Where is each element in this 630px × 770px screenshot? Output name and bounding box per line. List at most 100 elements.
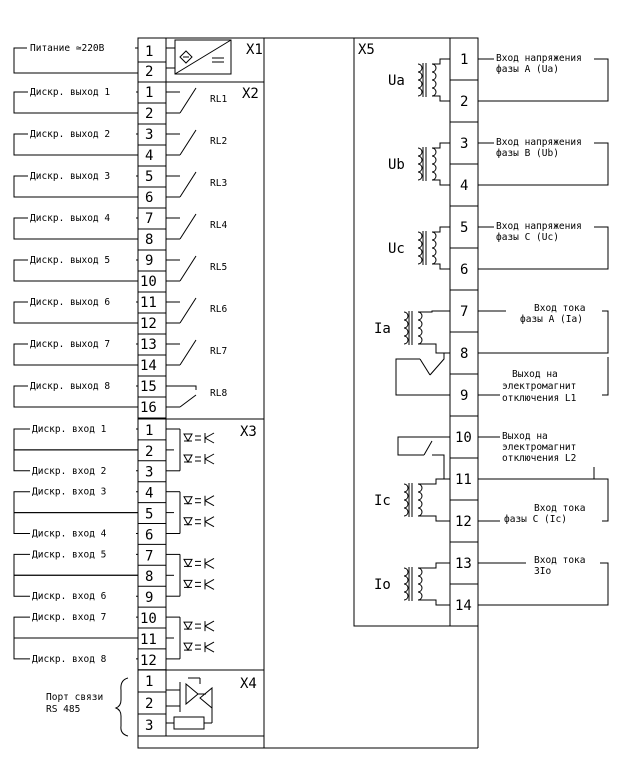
terminal-x2-15[interactable]: 15 bbox=[138, 379, 166, 398]
terminal-x3-2[interactable]: 2 bbox=[138, 444, 166, 462]
relay-contact-rl6: RL6 bbox=[166, 297, 227, 324]
terminal-x5-1[interactable]: 1 bbox=[450, 52, 478, 81]
svg-text:4: 4 bbox=[460, 178, 468, 194]
svg-text:13: 13 bbox=[455, 556, 472, 572]
terminal-x5-10[interactable]: 10 bbox=[450, 430, 478, 459]
wire-label-power: Питание ≃220В bbox=[30, 43, 105, 54]
terminal-x2-4[interactable]: 4 bbox=[138, 148, 166, 167]
block-title-x2: X2 bbox=[242, 86, 259, 102]
relay-contact-rl2: RL2 bbox=[166, 129, 227, 156]
wire-discrete-input-1: Дискр. вход 1 bbox=[13, 422, 138, 451]
terminal-x3-10[interactable]: 10 bbox=[138, 611, 166, 629]
wire-label: Дискр. выход 8 bbox=[30, 381, 110, 392]
relay-contact-rl7: RL7 bbox=[166, 339, 227, 366]
transformer-ua-icon: Ua bbox=[388, 58, 450, 102]
terminal-x2-9[interactable]: 9 bbox=[138, 253, 166, 272]
wire-discrete-output-2: Дискр. выход 2 bbox=[13, 127, 138, 156]
terminal-x3-11[interactable]: 11 bbox=[138, 632, 166, 650]
terminal-x3-9[interactable]: 9 bbox=[138, 590, 166, 608]
terminal-x2-10[interactable]: 10 bbox=[138, 274, 166, 293]
terminal-x2-7[interactable]: 7 bbox=[138, 211, 166, 230]
relay-contact-rl8: RL8 bbox=[166, 385, 227, 408]
svg-text:5: 5 bbox=[460, 220, 468, 236]
terminal-x4-2[interactable]: 2 bbox=[138, 696, 166, 715]
terminal-x5-3[interactable]: 3 bbox=[450, 136, 478, 165]
svg-text:2: 2 bbox=[145, 64, 153, 80]
terminal-x3-7[interactable]: 7 bbox=[138, 548, 166, 566]
terminal-x2-16[interactable]: 16 bbox=[138, 400, 166, 419]
terminal-x4-3[interactable]: 3 bbox=[145, 718, 153, 734]
svg-text:10: 10 bbox=[140, 611, 157, 627]
terminal-x2-13[interactable]: 13 bbox=[138, 337, 166, 356]
svg-text:Вход тока: Вход тока bbox=[534, 303, 585, 314]
svg-text:Вход тока: Вход тока bbox=[534, 555, 585, 566]
terminal-x1-2[interactable]: 2 bbox=[138, 64, 166, 83]
terminal-x2-11[interactable]: 11 bbox=[138, 295, 166, 314]
svg-text:3: 3 bbox=[145, 718, 153, 734]
terminal-x1-1[interactable]: 1 bbox=[138, 44, 166, 63]
wire-power: Питание ≃220В bbox=[13, 42, 138, 74]
terminal-x5-12[interactable]: 12 bbox=[450, 514, 478, 543]
terminal-x2-8[interactable]: 8 bbox=[138, 232, 166, 251]
svg-text:электромагнит: электромагнит bbox=[502, 442, 576, 453]
terminal-x5-7[interactable]: 7 bbox=[450, 304, 478, 333]
terminal-x2-6[interactable]: 6 bbox=[138, 190, 166, 209]
wire-label: Дискр. вход 5 bbox=[32, 549, 106, 560]
svg-text:Вход напряжения: Вход напряжения bbox=[496, 137, 582, 148]
svg-text:11: 11 bbox=[140, 295, 157, 311]
svg-text:3Io: 3Io bbox=[534, 566, 551, 577]
terminal-x2-2[interactable]: 2 bbox=[138, 106, 166, 125]
terminal-x5-13[interactable]: 13 bbox=[450, 556, 478, 585]
terminal-x5-2[interactable]: 2 bbox=[450, 94, 478, 123]
relay-label: RL8 bbox=[210, 388, 227, 399]
svg-text:5: 5 bbox=[145, 169, 153, 185]
terminal-x5-14[interactable]: 14 bbox=[455, 598, 472, 614]
wire-discrete-input-2: Дискр. вход 2 bbox=[13, 449, 138, 477]
terminal-x3-4[interactable]: 4 bbox=[138, 486, 166, 504]
svg-text:2: 2 bbox=[460, 94, 468, 110]
terminal-x5-4[interactable]: 4 bbox=[450, 178, 478, 207]
transformer-label: Ub bbox=[388, 157, 405, 173]
terminal-x3-3[interactable]: 3 bbox=[138, 465, 166, 483]
wire-label: Дискр. выход 3 bbox=[30, 171, 110, 182]
terminal-x5-8[interactable]: 8 bbox=[450, 346, 478, 375]
terminal-x2-14[interactable]: 14 bbox=[138, 358, 166, 377]
svg-text:2: 2 bbox=[145, 106, 153, 122]
svg-text:8: 8 bbox=[145, 232, 153, 248]
terminal-x5-11[interactable]: 11 bbox=[450, 472, 478, 501]
optocoupler-pair-icon bbox=[166, 428, 215, 472]
wire-discrete-output-1: Дискр. выход 1 bbox=[13, 85, 138, 114]
svg-text:4: 4 bbox=[145, 148, 153, 164]
svg-text:10: 10 bbox=[140, 274, 157, 290]
svg-text:Выход на: Выход на bbox=[512, 369, 558, 380]
terminal-x4-1[interactable]: 1 bbox=[138, 674, 166, 693]
terminal-x2-5[interactable]: 5 bbox=[138, 169, 166, 188]
svg-text:15: 15 bbox=[140, 379, 157, 395]
terminal-x2-12[interactable]: 12 bbox=[138, 316, 166, 335]
svg-text:1: 1 bbox=[145, 423, 153, 439]
svg-text:3: 3 bbox=[145, 465, 153, 481]
terminal-x3-5[interactable]: 5 bbox=[138, 507, 166, 524]
relay-label: RL4 bbox=[210, 220, 227, 231]
svg-text:электромагнит: электромагнит bbox=[502, 381, 576, 392]
terminal-x5-6[interactable]: 6 bbox=[450, 262, 478, 291]
terminal-x3-6[interactable]: 6 bbox=[138, 527, 166, 545]
terminal-x2-3[interactable]: 3 bbox=[138, 127, 166, 146]
svg-text:6: 6 bbox=[460, 262, 468, 278]
terminal-x3-8[interactable]: 8 bbox=[138, 569, 166, 587]
port-label-line-2: RS 485 bbox=[46, 704, 80, 715]
terminal-x5-9[interactable]: 9 bbox=[450, 388, 478, 417]
terminal-x2-1[interactable]: 1 bbox=[138, 85, 166, 104]
relay-label: RL3 bbox=[210, 178, 227, 189]
terminal-x3-1[interactable]: 1 bbox=[138, 423, 166, 441]
block-x4: X4 Порт связи RS 485 123 bbox=[46, 674, 257, 737]
wire-discrete-output-5: Дискр. выход 5 bbox=[13, 253, 138, 282]
terminal-x3-12[interactable]: 12 bbox=[138, 653, 166, 671]
block-title-x1: X1 bbox=[246, 42, 263, 58]
svg-text:1: 1 bbox=[145, 85, 153, 101]
terminal-x5-5[interactable]: 5 bbox=[450, 220, 478, 249]
svg-text:2: 2 bbox=[145, 444, 153, 460]
